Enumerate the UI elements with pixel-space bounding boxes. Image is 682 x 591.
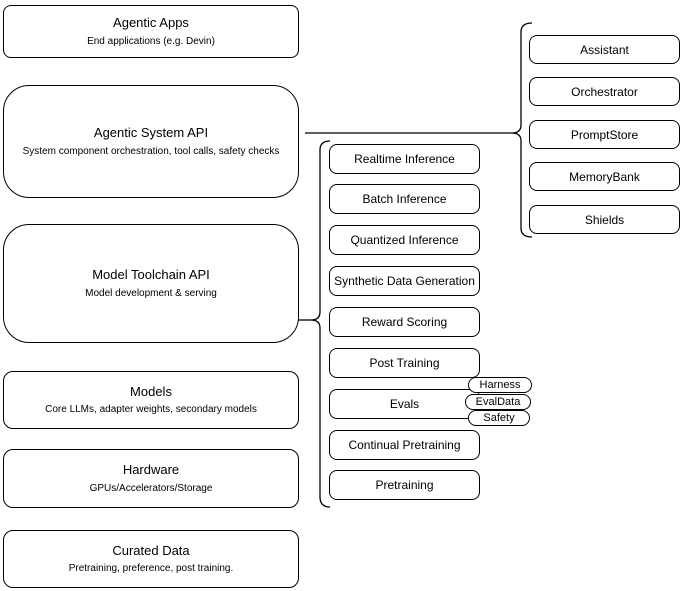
layer-title: Agentic System API: [93, 125, 209, 141]
layer-box-agentic-system-api: Agentic System API System component orch…: [3, 85, 299, 198]
layer-title: Model Toolchain API: [92, 267, 210, 283]
eval-pill-evaldata: EvalData: [465, 394, 531, 410]
toolchain-brace: [310, 140, 331, 508]
layer-subtitle: End applications (e.g. Devin): [87, 35, 215, 47]
layer-box-hardware: Hardware GPUs/Accelerators/Storage: [3, 449, 299, 508]
toolchain-item-reward-scoring: Reward Scoring: [329, 307, 480, 337]
toolchain-item-batch-inference: Batch Inference: [329, 184, 480, 214]
toolchain-item-realtime-inference: Realtime Inference: [329, 144, 480, 174]
toolchain-item-post-training: Post Training: [329, 348, 480, 378]
layer-title: Hardware: [122, 462, 180, 478]
layer-box-model-toolchain-api: Model Toolchain API Model development & …: [3, 224, 299, 343]
toolchain-item-quantized-inference: Quantized Inference: [329, 225, 480, 255]
system-component-memorybank: MemoryBank: [529, 162, 680, 191]
layer-subtitle: Core LLMs, adapter weights, secondary mo…: [45, 404, 257, 416]
layer-subtitle: Model development & serving: [85, 287, 217, 299]
eval-pill-harness: Harness: [468, 377, 532, 393]
toolchain-item-pretraining: Pretraining: [329, 470, 480, 500]
layer-box-agentic-apps: Agentic Apps End applications (e.g. Devi…: [3, 5, 299, 58]
layer-subtitle: System component orchestration, tool cal…: [22, 145, 280, 157]
system-component-promptstore: PromptStore: [529, 120, 680, 149]
layer-subtitle: Pretraining, preference, post training.: [68, 563, 234, 575]
system-component-orchestrator: Orchestrator: [529, 77, 680, 106]
layer-subtitle: GPUs/Accelerators/Storage: [89, 482, 213, 494]
layer-title: Curated Data: [112, 542, 190, 558]
system-component-shields: Shields: [529, 205, 680, 234]
system-component-assistant: Assistant: [529, 35, 680, 64]
layer-box-models: Models Core LLMs, adapter weights, secon…: [3, 371, 299, 429]
layer-title: Models: [130, 383, 172, 399]
layer-box-curated-data: Curated Data Pretraining, preference, po…: [3, 530, 299, 588]
toolchain-item-continual-pretraining: Continual Pretraining: [329, 430, 480, 460]
toolchain-item-synthetic-data-generation: Synthetic Data Generation: [329, 266, 480, 296]
toolchain-item-evals: Evals: [329, 389, 480, 419]
eval-pill-safety: Safety: [468, 410, 530, 426]
layer-title: Agentic Apps: [113, 15, 189, 31]
